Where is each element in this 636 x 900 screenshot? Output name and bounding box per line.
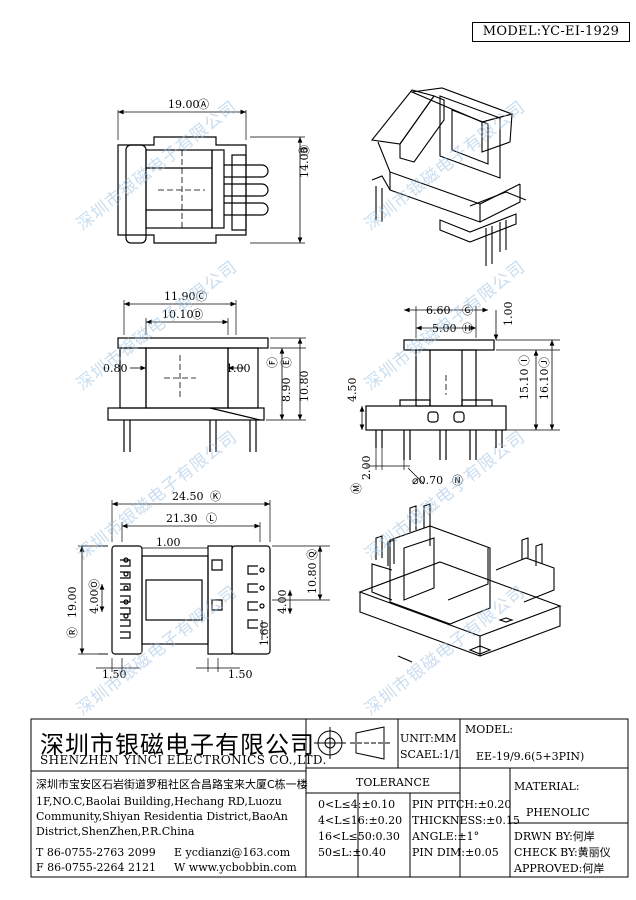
tag-d: Ⓓ xyxy=(192,308,203,321)
dim-side-pin: ⌀0.70 xyxy=(412,474,443,487)
address-en-3: District,ShenZhen,P.R.China xyxy=(36,825,195,838)
tag-n: Ⓝ xyxy=(452,474,463,487)
dim-bot-left-foot: 1.50 xyxy=(102,668,127,681)
tag-e: Ⓔ xyxy=(280,357,293,368)
dim-bot-right-h: 10.80 xyxy=(306,563,319,595)
dim-bot-pin: 1.60 xyxy=(258,622,271,647)
address-cn: 深圳市宝安区石岩街道罗租社区合昌路宝来大厦C栋一楼 xyxy=(36,778,308,791)
isometric-view-top xyxy=(370,87,527,266)
dim-bot-w1: 24.50 xyxy=(172,490,204,503)
dim-bot-h: 19.00 xyxy=(66,587,79,619)
tel: T 86-0755-2763 2099 xyxy=(36,846,156,859)
tag-r: Ⓡ xyxy=(66,627,79,638)
model-label: MODEL: xyxy=(465,723,514,736)
model-header: MODEL:YC-EI-1929 xyxy=(472,22,630,42)
company-name-en: SHENZHEN YINCI ELECTRONICS CO.,LTD. xyxy=(40,753,327,767)
dim-bot-right-foot: 1.50 xyxy=(228,668,253,681)
dim-side-pitch: 2.00 xyxy=(360,456,373,481)
tag-j: Ⓙ xyxy=(538,357,551,368)
tag-c: Ⓒ xyxy=(196,290,207,303)
pin-dim: PIN DIM:±0.05 xyxy=(412,846,499,859)
dim-front-w1: 11.90 xyxy=(164,290,196,303)
dim-top-width: 19.00 xyxy=(168,98,200,111)
front-view xyxy=(107,300,306,452)
tolerance-2: 4<L≤16:±0.20 xyxy=(318,814,403,827)
tag-g: Ⓖ xyxy=(462,304,473,317)
drawn-by: DRWN BY:何岸 xyxy=(514,830,595,843)
dim-top-height: 14.00 xyxy=(298,147,311,179)
tolerance-3: 16<L≤50:0.30 xyxy=(318,830,400,843)
dim-bot-slot2: 4.00 xyxy=(276,590,289,615)
thickness: THICKNESS:±0.15 xyxy=(412,814,520,827)
tolerance-1: 0<L≤4:±0.10 xyxy=(318,798,396,811)
dim-side-h2: 16.10 xyxy=(538,369,551,401)
dim-front-right: 1.00 xyxy=(226,362,251,375)
address-en-1: 1F,NO.C,Baolai Building,Hechang RD,Luozu xyxy=(36,795,282,808)
email: E ycdianzi@163.com xyxy=(174,846,291,859)
dim-side-h1: 15.10 xyxy=(518,369,531,401)
tag-a: Ⓐ xyxy=(198,98,209,111)
tolerance-title: TOLERANCE xyxy=(356,776,430,789)
tag-f: Ⓕ xyxy=(266,357,279,368)
dim-bot-gap: 1.00 xyxy=(156,536,181,549)
top-view xyxy=(117,109,305,244)
dim-front-h1: 8.90 xyxy=(280,378,293,403)
tag-l: Ⓛ xyxy=(206,512,217,525)
address-en-2: Community,Shiyan Residentia District,Bao… xyxy=(36,810,288,823)
pin-pitch: PIN PITCH:±0.20 xyxy=(412,798,512,811)
tag-m: Ⓜ xyxy=(350,483,363,494)
check-by: CHECK BY:黄丽仪 xyxy=(514,846,611,859)
dim-side-top: 1.00 xyxy=(502,302,515,327)
tag-b: Ⓑ xyxy=(298,145,311,156)
dim-side-w2: 5.00 xyxy=(432,322,457,335)
dim-side-left: 4.50 xyxy=(346,378,359,403)
dim-front-left: 0.80 xyxy=(103,362,128,375)
dim-bot-w2: 21.30 xyxy=(166,512,198,525)
dim-side-w1: 6.60 xyxy=(426,304,451,317)
bottom-view xyxy=(78,500,330,672)
technical-drawing: 19.00 Ⓐ 14.00 Ⓑ xyxy=(66,87,562,681)
model-value: EE-19/9.6(5+3PIN) xyxy=(476,750,585,763)
dim-bot-slot1: 4.00 xyxy=(88,590,101,615)
unit: UNIT:MM xyxy=(400,732,457,745)
dim-front-w2: 10.10 xyxy=(162,308,194,321)
tag-o: Ⓞ xyxy=(88,579,101,590)
tag-i: Ⓘ xyxy=(518,355,531,366)
scale: SCAEL:1/1 xyxy=(400,748,461,761)
approved-by: APPROVED:何岸 xyxy=(514,862,605,875)
angle: ANGLE:±1° xyxy=(412,830,480,843)
fax: F 86-0755-2264 2121 xyxy=(36,861,157,874)
website: W www.ycbobbin.com xyxy=(174,861,297,874)
material-value: PHENOLIC xyxy=(526,806,590,819)
isometric-view-bottom xyxy=(358,503,562,663)
tag-h: Ⓗ xyxy=(462,322,473,335)
dim-front-h2: 10.80 xyxy=(298,371,311,403)
tag-q: Ⓠ xyxy=(306,549,319,560)
side-view xyxy=(359,306,560,485)
tolerance-4: 50≤L:±0.40 xyxy=(318,846,386,859)
tag-k: Ⓚ xyxy=(210,490,221,503)
material-label: MATERIAL: xyxy=(514,780,580,793)
company-name-cn: 深圳市银磁电子有限公司 xyxy=(40,731,315,759)
